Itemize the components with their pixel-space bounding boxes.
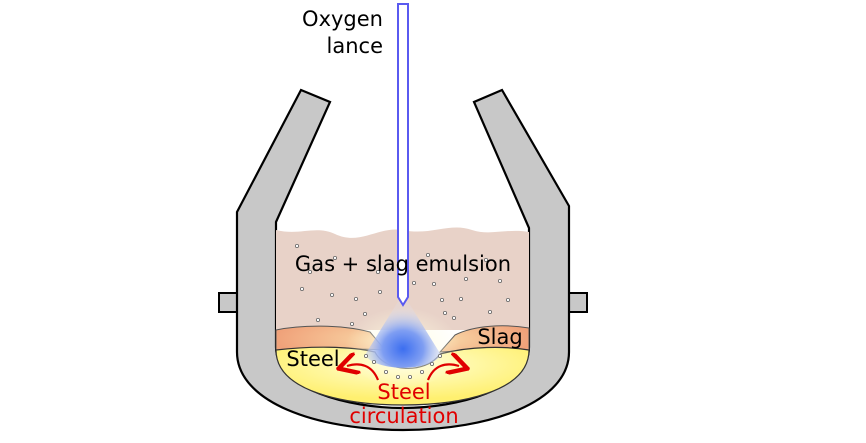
slag-label: Slag (477, 325, 522, 349)
steel-bubbles (363, 353, 442, 379)
circulation-label-line1: Steel (377, 380, 430, 404)
gas-bubbles (294, 243, 510, 326)
steel-label: Steel (286, 347, 339, 371)
circulation-arrow-left (347, 364, 380, 381)
circulation-arrow-right (426, 364, 459, 381)
circulation-label-line2: circulation (349, 404, 458, 428)
emulsion-label: Gas + slag emulsion (295, 252, 511, 276)
oxygen-jet (365, 300, 441, 368)
lance-label-line1: Oxygen (302, 7, 383, 31)
oxygen-lance (397, 3, 409, 307)
lance-label-line2: lance (327, 34, 383, 58)
